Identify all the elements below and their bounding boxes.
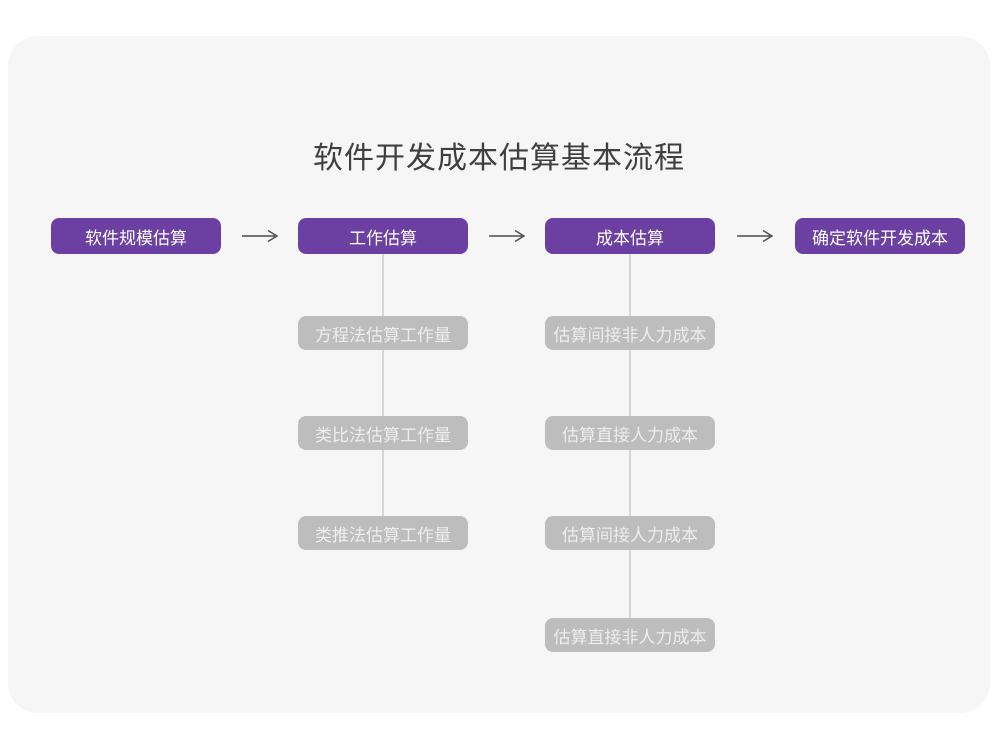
stage-software-scale-estimation: 软件规模估算 bbox=[51, 218, 221, 254]
substep-label: 估算直接人力成本 bbox=[562, 425, 698, 445]
right-arrow-icon bbox=[489, 229, 526, 243]
connector-line-work-estimation bbox=[382, 254, 384, 530]
substep-label: 估算直接非人力成本 bbox=[553, 627, 707, 647]
cost-indirect-non-labor: 估算间接非人力成本 bbox=[545, 316, 715, 350]
work-method-extrapolation: 类推法估算工作量 bbox=[298, 516, 468, 550]
substep-label: 类比法估算工作量 bbox=[315, 425, 451, 445]
right-arrow-icon bbox=[737, 229, 774, 243]
stage-label: 工作估算 bbox=[349, 228, 417, 248]
stage-work-estimation: 工作估算 bbox=[298, 218, 468, 254]
stage-determine-development-cost: 确定软件开发成本 bbox=[795, 218, 965, 254]
diagram-title: 软件开发成本估算基本流程 bbox=[313, 142, 685, 175]
cost-direct-labor: 估算直接人力成本 bbox=[545, 416, 715, 450]
work-method-analogy: 类比法估算工作量 bbox=[298, 416, 468, 450]
right-arrow-icon bbox=[242, 229, 279, 243]
stage-label: 成本估算 bbox=[596, 228, 664, 248]
stage-label: 确定软件开发成本 bbox=[812, 228, 948, 248]
stage-label: 软件规模估算 bbox=[85, 228, 187, 248]
diagram-card: 软件开发成本估算基本流程 软件规模估算 工作估算 成本估算 确定软件开发成本 bbox=[8, 36, 990, 713]
substep-label: 方程法估算工作量 bbox=[315, 325, 451, 345]
substep-label: 类推法估算工作量 bbox=[315, 525, 451, 545]
work-method-equation: 方程法估算工作量 bbox=[298, 316, 468, 350]
stage-cost-estimation: 成本估算 bbox=[545, 218, 715, 254]
cost-indirect-labor: 估算间接人力成本 bbox=[545, 516, 715, 550]
substep-label: 估算间接非人力成本 bbox=[553, 325, 707, 345]
substep-label: 估算间接人力成本 bbox=[562, 525, 698, 545]
cost-direct-non-labor: 估算直接非人力成本 bbox=[545, 618, 715, 652]
